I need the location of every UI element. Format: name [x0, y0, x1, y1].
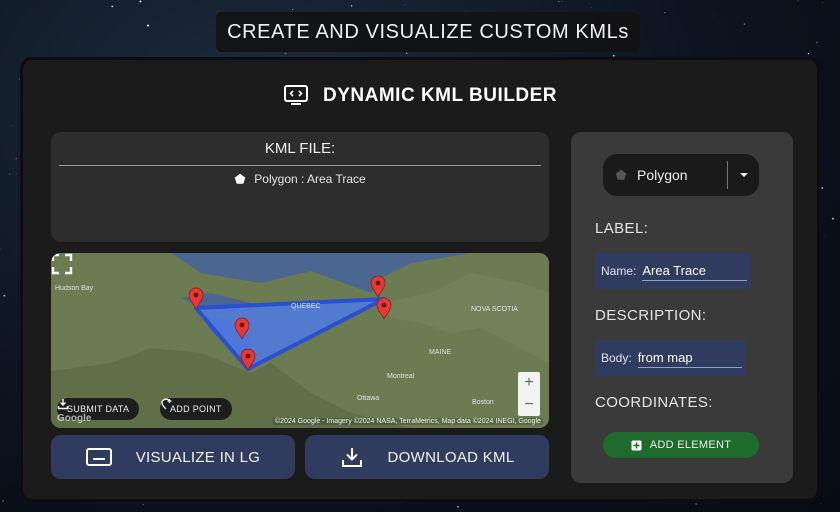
map-markers [188, 275, 392, 371]
keyboard-icon [85, 448, 112, 466]
map-label-ottawa: Ottawa [357, 395, 380, 402]
map-label-hudson-bay: Hudson Bay [55, 285, 94, 292]
app-header: DYNAMIC KML BUILDER [23, 82, 817, 110]
body-input[interactable]: from map [637, 348, 742, 368]
element-type-select[interactable]: Polygon [603, 154, 759, 196]
download-tray-icon [57, 399, 69, 410]
coordinates-heading: COORDINATES: [595, 394, 713, 411]
map-marker-icon[interactable] [370, 275, 386, 298]
submit-data-label: SUBMIT DATA [67, 404, 130, 414]
download-icon [341, 448, 362, 467]
kml-file-entry[interactable]: Polygon : Area Trace [51, 172, 549, 186]
zoom-in-button[interactable]: + [524, 374, 534, 391]
map-label-quebec: QUEBEC [291, 303, 321, 310]
name-input[interactable]: Area Trace [642, 261, 747, 281]
map-canvas[interactable] [51, 253, 549, 428]
add-element-label: ADD ELEMENT [649, 439, 732, 451]
element-type-value: Polygon [637, 167, 688, 183]
map-label-montreal: Montreal [387, 373, 415, 380]
pentagon-icon [234, 173, 246, 184]
kml-file-entry-text: Polygon : Area Trace [254, 172, 366, 186]
body-field[interactable]: Body: from map [595, 340, 746, 376]
zoom-out-button[interactable]: − [524, 396, 534, 413]
map-marker-icon[interactable] [234, 317, 250, 340]
kml-builder-window: DYNAMIC KML BUILDER KML FILE: Polygon : … [20, 57, 820, 502]
submit-data-button[interactable]: SUBMIT DATA [57, 398, 140, 420]
add-location-icon [161, 398, 172, 410]
map-marker-icon[interactable] [188, 287, 204, 310]
caret-down-icon[interactable] [739, 172, 749, 178]
fullscreen-icon[interactable] [51, 253, 73, 275]
map-label-maine: MAINE [429, 349, 452, 356]
pentagon-icon [615, 169, 627, 180]
page-banner-title: CREATE AND VISUALIZE CUSTOM KMLs [216, 12, 640, 52]
google-logo: Google [57, 413, 92, 424]
app-title: DYNAMIC KML BUILDER [323, 85, 557, 106]
description-heading: DESCRIPTION: [595, 307, 707, 324]
dropdown-divider [727, 161, 728, 189]
add-point-label: ADD POINT [170, 404, 222, 414]
monitor-code-icon [284, 85, 308, 105]
body-prefix: Body: [601, 351, 632, 365]
map-label-boston: Boston [472, 399, 494, 406]
name-prefix: Name: [601, 264, 637, 278]
map-marker-icon[interactable] [376, 297, 392, 320]
kml-file-card: KML FILE: Polygon : Area Trace [51, 132, 549, 242]
visualize-label: VISUALIZE IN LG [135, 448, 261, 466]
map-zoom-control: + − [518, 372, 540, 416]
map-label-nova-scotia: NOVA SCOTIA [471, 306, 518, 313]
download-label: DOWNLOAD KML [387, 448, 515, 466]
map-attribution: ©2024 Google - Imagery ©2024 NASA, Terra… [273, 418, 543, 425]
kml-file-heading: KML FILE: [59, 140, 541, 166]
element-editor-panel: Polygon LABEL: Name: Area Trace DESCRIPT… [571, 132, 793, 483]
map-marker-icon[interactable] [240, 348, 256, 371]
download-kml-button[interactable]: DOWNLOAD KML [305, 435, 549, 479]
visualize-in-lg-button[interactable]: VISUALIZE IN LG [51, 435, 295, 479]
add-element-button[interactable]: ADD ELEMENT [603, 432, 759, 458]
map-view[interactable]: Hudson Bay QUEBEC NOVA SCOTIA MAINE Mont… [51, 253, 549, 428]
label-heading: LABEL: [595, 220, 649, 237]
add-point-button[interactable]: ADD POINT [160, 398, 232, 420]
add-box-icon [631, 440, 642, 450]
name-field[interactable]: Name: Area Trace [595, 253, 751, 289]
